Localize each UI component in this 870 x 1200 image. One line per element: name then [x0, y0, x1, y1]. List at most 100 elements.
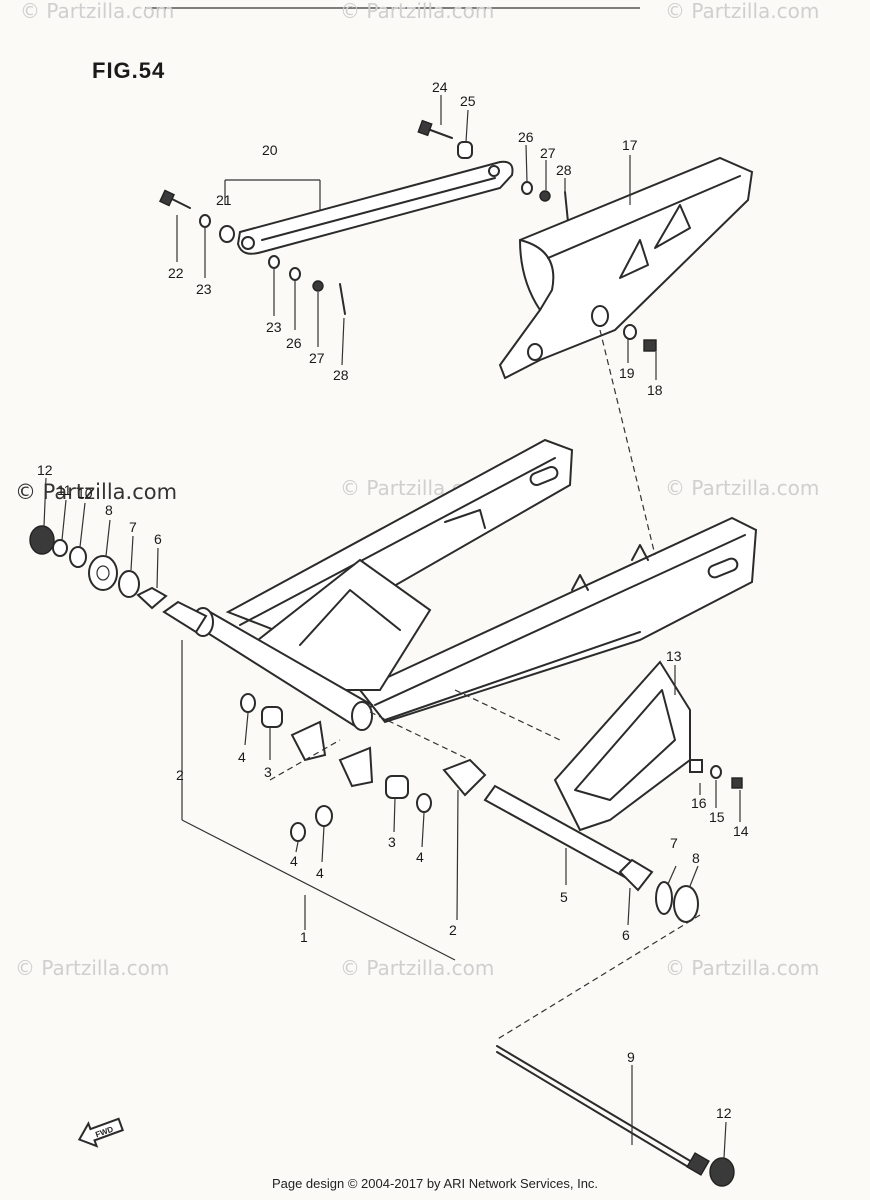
- bracket: [444, 509, 486, 529]
- seal-4: [315, 805, 333, 827]
- cotter-pin-28-lower: [339, 283, 346, 315]
- pivot-bolt-9: [496, 1045, 693, 1163]
- dust-seal-8-inner: [96, 565, 110, 581]
- watermark-dark: © Partzilla.com: [15, 480, 177, 504]
- washer-26: [521, 181, 533, 195]
- chain-case-mount: [527, 343, 543, 361]
- bracket: [571, 574, 589, 591]
- callout-4: 4: [290, 853, 298, 869]
- swingarm-right-arm-lower-edge: [384, 631, 641, 721]
- axle-slot-right: [707, 557, 739, 579]
- callout-15: 15: [709, 809, 725, 825]
- nut-12-right: [709, 1157, 735, 1187]
- bolt-22: [169, 197, 191, 209]
- callout-3: 3: [264, 764, 272, 780]
- washer-7: [118, 570, 140, 598]
- nut-27-lower: [312, 280, 324, 292]
- axle-slot-left: [529, 466, 559, 486]
- chain-buffer-inner: [574, 689, 676, 801]
- swingarm-left-arm-edge: [239, 457, 556, 626]
- callout-23: 23: [196, 281, 212, 297]
- chain-buffer-13: [553, 660, 743, 832]
- bracket: [631, 544, 649, 561]
- watermark: © Partzilla.com: [15, 956, 169, 980]
- callout-28: 28: [556, 162, 572, 178]
- callout-11: 11: [57, 482, 72, 498]
- watermark: © Partzilla.com: [665, 0, 819, 23]
- callout-23: 23: [266, 319, 282, 335]
- chain-case-cutout: [654, 204, 691, 249]
- cotter-pin-28: [564, 191, 569, 223]
- callout-22: 22: [168, 265, 184, 281]
- callout-18: 18: [647, 382, 663, 398]
- spacer-6-right: [618, 858, 654, 892]
- callout-24: 24: [432, 79, 448, 95]
- callout-17: 17: [622, 137, 638, 153]
- callout-4: 4: [238, 749, 246, 765]
- washer-11: [52, 539, 68, 557]
- swingarm-1: [192, 438, 758, 788]
- link-bracket: [290, 720, 327, 762]
- pivot-tube-end: [351, 701, 373, 731]
- callout-6: 6: [622, 927, 630, 943]
- callout-10: 10: [77, 485, 93, 501]
- fwd-arrow-icon: FWD: [77, 1117, 125, 1148]
- callout-8: 8: [692, 850, 700, 866]
- callout-labels: 24 25 20 21 26 27 28 17 22 23 23 26 27 2…: [37, 79, 749, 1121]
- collar-16: [689, 759, 703, 773]
- torque-link: [236, 160, 514, 255]
- page-footer: Page design © 2004-2017 by ARI Network S…: [271, 1176, 599, 1191]
- bolt-22-head: [159, 189, 175, 207]
- pivot-left-hardware: [29, 525, 208, 634]
- callout-5: 5: [560, 889, 568, 905]
- callout-7: 7: [670, 835, 678, 851]
- callout-27: 27: [540, 145, 556, 161]
- seal-4: [416, 793, 432, 813]
- callout-4: 4: [416, 849, 424, 865]
- bushing-3: [261, 706, 283, 728]
- callout-6: 6: [154, 531, 162, 547]
- callout-1: 1: [300, 929, 308, 945]
- bolt-18: [643, 339, 657, 352]
- callout-16: 16: [691, 795, 707, 811]
- washer-23-lower: [268, 255, 280, 269]
- callout-28: 28: [333, 367, 349, 383]
- seal-4: [290, 822, 306, 842]
- washer-7-right: [655, 881, 673, 915]
- chain-case-cutout: [619, 239, 649, 279]
- watermark: © Partzilla.com: [665, 476, 819, 500]
- callout-14: 14: [733, 823, 749, 839]
- swingarm-right-arm-edge: [374, 534, 746, 706]
- washer-23: [199, 214, 211, 228]
- callout-2: 2: [176, 767, 184, 783]
- watermark: © Partzilla.com: [340, 956, 494, 980]
- leader-lines: [43, 95, 741, 1159]
- bushing-3: [385, 775, 409, 799]
- link-bracket: [338, 746, 374, 788]
- callout-12: 12: [37, 462, 53, 478]
- chain-case-mount: [591, 305, 609, 327]
- chain-case-edge: [547, 175, 741, 259]
- callout-3: 3: [388, 834, 396, 850]
- callout-26: 26: [518, 129, 534, 145]
- callout-26: 26: [286, 335, 302, 351]
- callout-9: 9: [627, 1049, 635, 1065]
- seal-4: [240, 693, 256, 713]
- watermarks: © Partzilla.com © Partzilla.com © Partzi…: [15, 0, 819, 980]
- pivot-shaft-assembly: [483, 784, 699, 923]
- torque-link-edge: [261, 177, 496, 241]
- bearing-2-left: [162, 600, 208, 634]
- figure-title: FIG.54: [92, 58, 165, 83]
- callout-12: 12: [716, 1105, 732, 1121]
- callout-13: 13: [666, 648, 682, 664]
- link-eye-front: [241, 236, 255, 250]
- bolt-14: [731, 777, 743, 789]
- chain-case-fold: [519, 239, 555, 311]
- watermark: © Partzilla.com: [665, 956, 819, 980]
- callout-19: 19: [619, 365, 635, 381]
- callout-8: 8: [105, 502, 113, 518]
- pivot-bolt-assembly: [496, 1045, 735, 1187]
- callout-25: 25: [460, 93, 476, 109]
